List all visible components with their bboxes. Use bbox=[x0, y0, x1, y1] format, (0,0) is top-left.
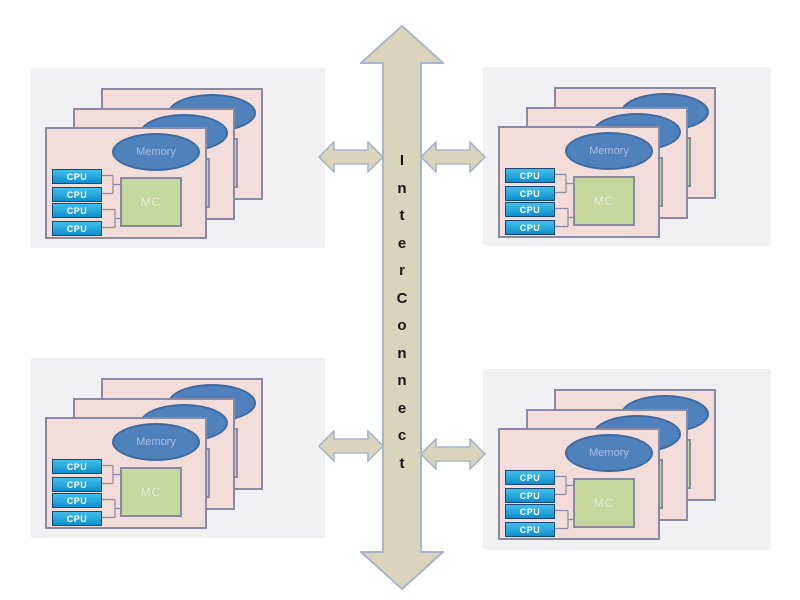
mc-label: MC bbox=[140, 195, 162, 209]
memory-ellipse: Memory bbox=[565, 132, 653, 170]
memory-label: Memory bbox=[589, 145, 629, 157]
cpu-label: CPU bbox=[66, 479, 88, 490]
cpu-box: CPU bbox=[52, 169, 102, 184]
interconnect-letter: r bbox=[399, 262, 405, 279]
interconnect-letter: t bbox=[399, 207, 405, 224]
cpu-box: CPU bbox=[505, 220, 555, 235]
mc-label: MC bbox=[593, 496, 615, 510]
mc-box: MC bbox=[120, 177, 182, 227]
interconnect-letter: c bbox=[397, 427, 407, 444]
memory-ellipse: Memory bbox=[112, 133, 200, 171]
cpu-label: CPU bbox=[519, 222, 541, 233]
cpu-box: CPU bbox=[52, 459, 102, 474]
cpu-box: CPU bbox=[52, 493, 102, 508]
memory-label: Memory bbox=[136, 146, 176, 158]
cpu-label: CPU bbox=[519, 170, 541, 181]
cpu-box: CPU bbox=[505, 522, 555, 537]
link-arrow-top-right bbox=[420, 141, 486, 173]
interconnect-letter: I bbox=[399, 152, 405, 169]
cpu-box: CPU bbox=[505, 470, 555, 485]
cpu-label: CPU bbox=[519, 204, 541, 215]
cpu-label: CPU bbox=[66, 205, 88, 216]
cpu-box: CPU bbox=[505, 186, 555, 201]
interconnect-letter: e bbox=[397, 234, 407, 252]
numa-node-card: Memory MC CPU CPU CPU CPU bbox=[498, 126, 660, 238]
cpu-box: CPU bbox=[52, 203, 102, 218]
cpu-box: CPU bbox=[52, 221, 102, 236]
mc-label: MC bbox=[593, 194, 615, 208]
cpu-box: CPU bbox=[52, 477, 102, 492]
memory-ellipse: Memory bbox=[112, 423, 200, 461]
cpu-label: CPU bbox=[519, 524, 541, 535]
cluster-bottom-left: Memory MC CPU CPU CPU CPU Memory MC CPU … bbox=[30, 358, 325, 538]
cpu-label: CPU bbox=[519, 490, 541, 501]
mc-box: MC bbox=[573, 478, 635, 528]
numa-node-card: Memory MC CPU CPU CPU CPU bbox=[45, 127, 207, 239]
cpu-box: CPU bbox=[52, 511, 102, 526]
cluster-top-left: Memory MC CPU CPU CPU CPU Memory MC CPU … bbox=[30, 68, 325, 248]
cpu-label: CPU bbox=[519, 472, 541, 483]
mc-label: MC bbox=[140, 485, 162, 499]
cpu-label: CPU bbox=[66, 513, 88, 524]
cpu-label: CPU bbox=[519, 506, 541, 517]
interconnect-label: I n t e r C o n n e c t bbox=[360, 147, 444, 477]
memory-label: Memory bbox=[136, 436, 176, 448]
interconnect-letter: e bbox=[397, 399, 407, 417]
cpu-label: CPU bbox=[519, 188, 541, 199]
cpu-label: CPU bbox=[66, 223, 88, 234]
interconnect-arrow bbox=[360, 25, 444, 591]
cpu-box: CPU bbox=[505, 202, 555, 217]
cpu-box: CPU bbox=[52, 187, 102, 202]
cluster-top-right: Memory MC CPU CPU CPU CPU Memory MC CPU … bbox=[483, 67, 771, 246]
cpu-label: CPU bbox=[66, 495, 88, 506]
numa-node-card: Memory MC CPU CPU CPU CPU bbox=[45, 417, 207, 529]
cpu-label: CPU bbox=[66, 171, 88, 182]
cpu-box: CPU bbox=[505, 504, 555, 519]
cpu-label: CPU bbox=[66, 461, 88, 472]
cluster-bottom-right: Memory MC CPU CPU CPU CPU Memory MC CPU … bbox=[483, 369, 771, 550]
memory-label: Memory bbox=[589, 447, 629, 459]
interconnect-letter: n bbox=[397, 179, 407, 197]
link-arrow-top-left bbox=[318, 141, 384, 173]
numa-node-card: Memory MC CPU CPU CPU CPU bbox=[498, 428, 660, 540]
interconnect-letter: n bbox=[397, 344, 407, 362]
cpu-label: CPU bbox=[66, 189, 88, 200]
memory-ellipse: Memory bbox=[565, 434, 653, 472]
link-arrow-bottom-left bbox=[318, 430, 384, 462]
link-arrow-bottom-right bbox=[420, 438, 486, 470]
cpu-box: CPU bbox=[505, 168, 555, 183]
interconnect-letter: n bbox=[397, 372, 407, 389]
interconnect-letter: o bbox=[397, 317, 407, 334]
cpu-box: CPU bbox=[505, 488, 555, 503]
mc-box: MC bbox=[120, 467, 182, 517]
interconnect-letter: t bbox=[399, 454, 405, 472]
mc-box: MC bbox=[573, 176, 635, 226]
interconnect-letter: C bbox=[396, 289, 408, 307]
